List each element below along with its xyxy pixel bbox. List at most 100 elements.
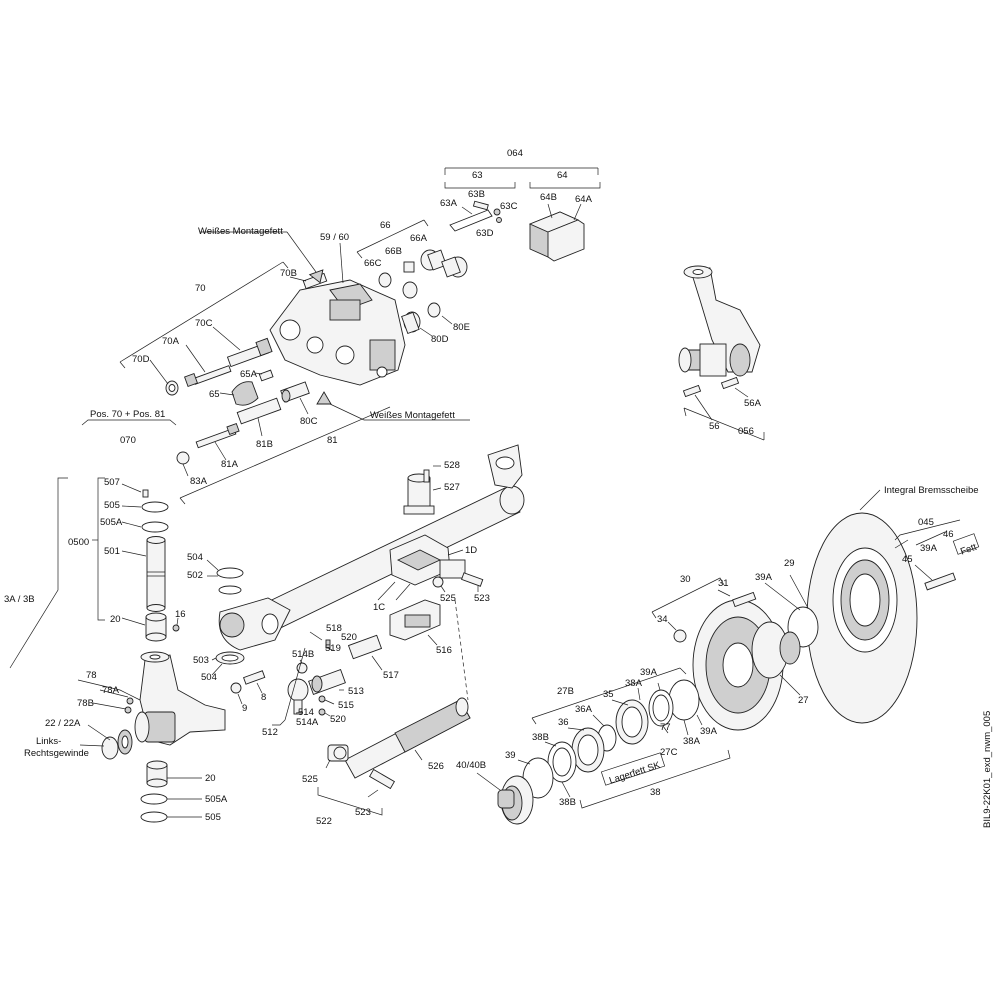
label-520b: 520: [330, 714, 346, 725]
label-30: 30: [680, 574, 691, 585]
label-3a-3b: 3A / 3B: [4, 594, 35, 605]
label-56a: 56A: [744, 398, 762, 409]
label-518: 518: [326, 623, 342, 634]
label-064: 064: [507, 148, 523, 159]
label-45: 45: [902, 554, 913, 565]
label-63d: 63D: [476, 228, 494, 239]
bushing-20a: [145, 612, 167, 642]
label-20b: 20: [205, 773, 216, 784]
brake-pad-64a: [547, 219, 585, 262]
label-31: 31: [718, 578, 729, 589]
label-83a: 83A: [190, 476, 208, 487]
seal-80e: [427, 302, 441, 318]
washer-63d: [496, 217, 502, 223]
sleeve-81b: [236, 397, 282, 425]
bolt-56a: [720, 376, 740, 390]
label-weisses-montagefett-top: Weißes Montagefett: [198, 226, 283, 237]
label-527: 527: [444, 482, 460, 493]
clamp-517: [347, 634, 383, 660]
bolt-45: [924, 572, 957, 591]
bearing-35: [615, 699, 649, 745]
bracket-516: [389, 599, 441, 641]
shock-absorber-526: [317, 599, 471, 816]
tie-rod-end-513: [308, 669, 346, 695]
guide-pin-81a: [195, 422, 240, 449]
label-36: 36: [558, 717, 569, 728]
label-66a: 66A: [410, 233, 428, 244]
wheel-hub-27: [692, 599, 801, 731]
hub-cap-40-40b: [476, 772, 534, 825]
label-65: 65: [209, 389, 220, 400]
label-77: 77: [660, 722, 671, 733]
label-63a: 63A: [440, 198, 458, 209]
label-27c: 27C: [660, 747, 678, 758]
axle-beam: [218, 444, 525, 651]
label-20a: 20: [110, 614, 121, 625]
washer-520b: [318, 708, 326, 716]
nut-63c: [493, 208, 501, 216]
guide-pin-70a: [184, 365, 232, 387]
label-525b: 525: [302, 774, 318, 785]
label-pos-70-81: Pos. 70 + Pos. 81: [90, 409, 165, 420]
label-40-40b: 40/40B: [456, 760, 486, 771]
label-39a-disc: 39A: [920, 543, 938, 554]
label-522: 522: [316, 816, 332, 827]
label-523a: 523: [474, 593, 490, 604]
bolt-523b: [368, 768, 396, 790]
cover-505: [141, 501, 169, 513]
label-504a: 504: [187, 552, 203, 563]
gasket-505a-lower: [140, 793, 168, 805]
label-fett: Fett: [959, 542, 978, 558]
label-38a-bottom: 38A: [683, 736, 701, 747]
label-80c: 80C: [300, 416, 318, 427]
steering-knuckle-056: [678, 265, 765, 441]
arrow-montagefett-bottom: [316, 391, 332, 405]
label-64: 64: [557, 170, 568, 181]
label-70a: 70A: [162, 336, 180, 347]
label-70b: 70B: [280, 268, 297, 279]
label-29: 29: [784, 558, 795, 569]
nut-525a: [432, 576, 444, 588]
nut-70d: [165, 380, 179, 396]
nut-34: [673, 629, 687, 643]
label-78b: 78B: [77, 698, 94, 709]
label-523b: 523: [355, 807, 371, 818]
sleeve-66b: [403, 261, 415, 273]
drawing-id: BIL9-22K01_exd_nwm_005: [982, 711, 993, 828]
label-rechtsgewinde: Rechtsgewinde: [24, 748, 89, 759]
label-507: 507: [104, 477, 120, 488]
label-39a-bottom: 39A: [700, 726, 718, 737]
label-46: 46: [943, 529, 954, 540]
label-38a-top: 38A: [625, 678, 643, 689]
wheel-stud-31: [732, 591, 757, 608]
label-16: 16: [175, 609, 186, 620]
label-514: 514: [298, 707, 314, 718]
grease-nipple-16: [172, 624, 180, 632]
label-64b: 64B: [540, 192, 557, 203]
label-39: 39: [505, 750, 516, 761]
bolt-63b: [472, 200, 489, 211]
label-70d: 70D: [132, 354, 150, 365]
label-81: 81: [327, 435, 338, 446]
label-70: 70: [195, 283, 206, 294]
label-514a: 514A: [296, 717, 319, 728]
label-36a: 36A: [575, 704, 593, 715]
label-81a: 81A: [221, 459, 239, 470]
kingpin-501: [146, 536, 166, 612]
ball-joint-514: [287, 678, 309, 715]
kingpin-kit-0500: [9, 477, 180, 669]
label-515: 515: [338, 700, 354, 711]
label-513: 513: [348, 686, 364, 697]
bolt-56: [682, 384, 702, 398]
caliper-assembly: [81, 219, 470, 505]
seal-66c: [378, 272, 392, 288]
label-526: 526: [428, 761, 444, 772]
lagerfett-box: [600, 752, 666, 786]
cover-505-lower: [140, 811, 168, 823]
fett-box: [952, 533, 980, 555]
label-64a: 64A: [575, 194, 593, 205]
bolt-523a: [461, 572, 484, 587]
nut-22-22a: [101, 736, 119, 760]
bearing-36: [571, 727, 605, 773]
